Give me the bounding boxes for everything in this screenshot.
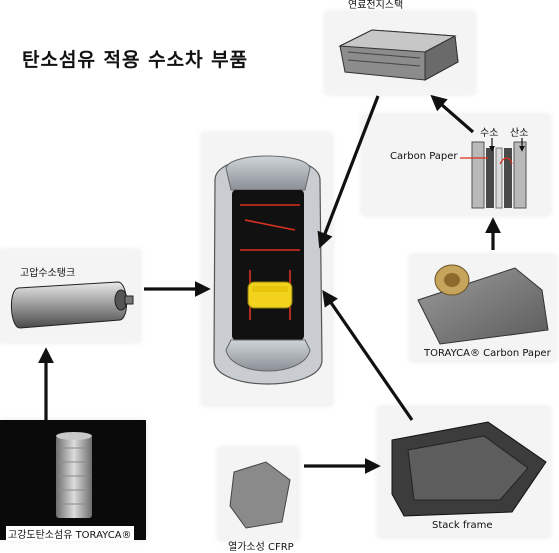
carbon-fiber-label: 고강도탄소섬유 TORAYCA® <box>6 526 134 541</box>
carbon-fiber-spool-image <box>56 432 92 518</box>
flow-arrows <box>38 94 501 474</box>
stack-frame-label: Stack frame <box>432 520 493 531</box>
cfrp-label: 열가소성 CFRP <box>228 542 294 553</box>
hydrogen-tank-image <box>11 281 134 329</box>
oxygen-label: 산소 <box>510 128 529 139</box>
hydrogen-tank-label: 고압수소탱크 <box>20 268 76 279</box>
arrow-frame-to-car <box>322 290 414 421</box>
toray-carbon-paper-label: TORAYCA® Carbon Paper <box>424 348 551 359</box>
fuel-cell-stack-image <box>338 29 459 81</box>
carbon-paper-roll-image <box>417 264 549 345</box>
cfrp-sheet-image <box>229 461 291 529</box>
page-title: 탄소섬유 적용 수소차 부품 <box>22 49 249 71</box>
carbon-paper-schematic <box>460 138 527 209</box>
arrow-carbon-paper-to-stack <box>430 94 475 134</box>
stack-frame-image <box>391 421 547 517</box>
car-image <box>213 155 323 385</box>
hydrogen-label: 수소 <box>480 128 499 139</box>
arrow-stack-to-car <box>317 95 380 249</box>
carbon-paper-label: Carbon Paper <box>390 151 458 162</box>
fuel-cell-stack-label: 연료전지스택 <box>348 0 404 11</box>
